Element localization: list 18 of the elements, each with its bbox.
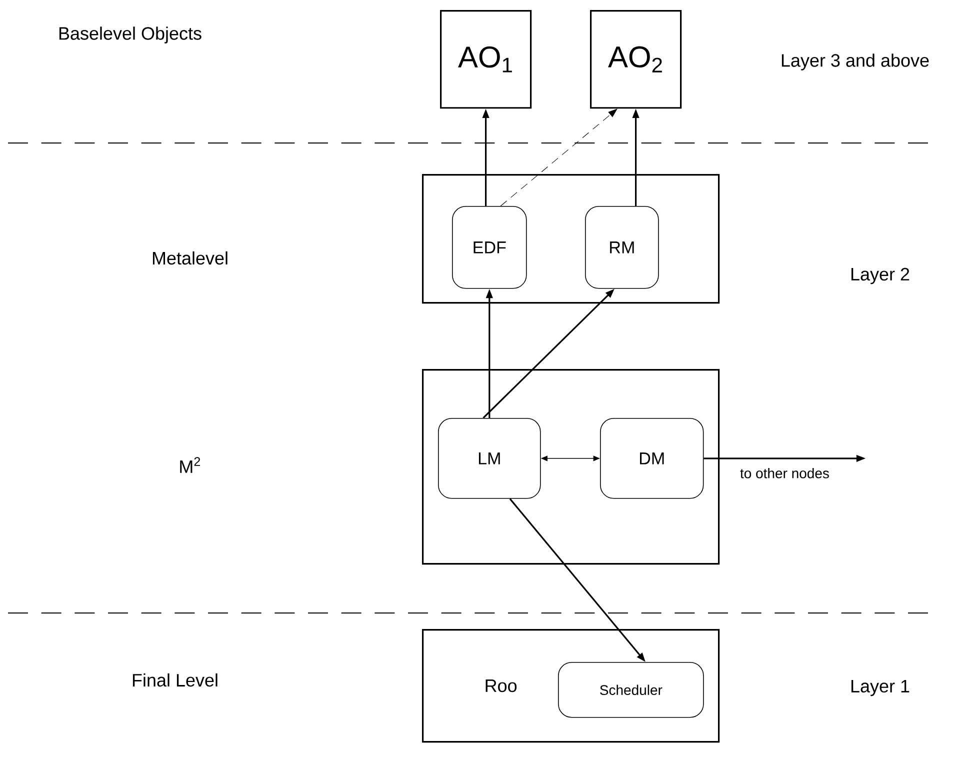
rounded-box: RM <box>585 206 659 289</box>
edge-label: to other nodes <box>738 466 831 480</box>
container-box <box>422 369 720 565</box>
level-label: Layer 3 and above <box>782 54 929 70</box>
level-label: Metalevel <box>152 251 228 265</box>
rounded-box: Scheduler <box>558 662 704 718</box>
rounded-box: EDF <box>452 206 527 289</box>
rounded-box: LM <box>438 418 541 499</box>
box: AO$_{1}$ <box>440 10 532 109</box>
box: AO$_{2}$ <box>590 10 682 109</box>
level-label: Layer 2 <box>851 268 910 284</box>
level-label: Baselevel Objects <box>59 26 202 44</box>
level-label: Layer 1 <box>851 680 910 696</box>
container-box <box>422 174 720 304</box>
rounded-box: DM <box>600 418 704 499</box>
arrow <box>500 108 618 206</box>
level-label: Final Level <box>132 673 218 687</box>
level-label: M$^{2}$ <box>180 457 200 473</box>
